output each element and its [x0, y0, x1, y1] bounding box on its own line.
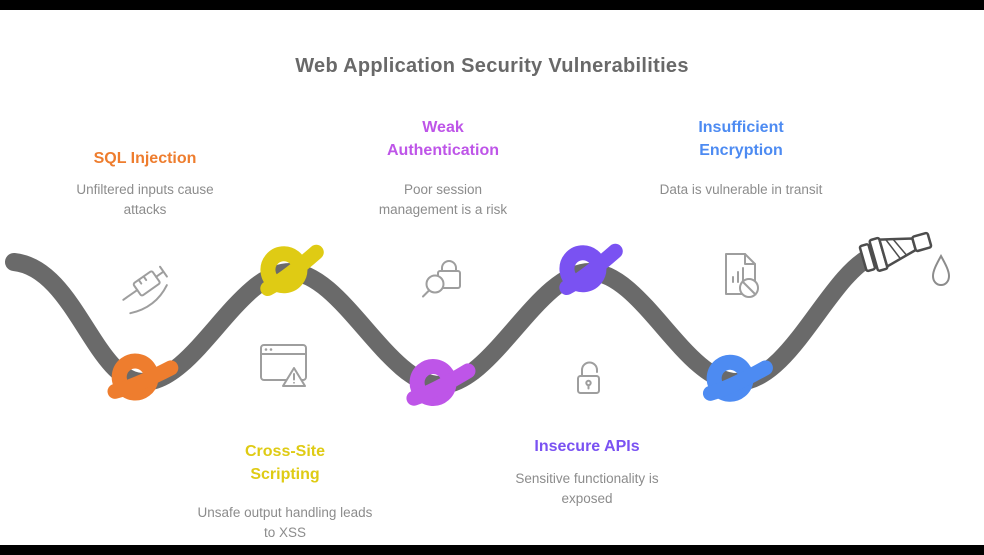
page-title: Web Application Security Vulnerabilities [295, 55, 689, 77]
item-description-insufficient-encryption: Data is vulnerable in transit [659, 182, 823, 197]
item-title-sql-injection: SQL Injection [93, 150, 197, 167]
bottom-edge-bar [0, 545, 984, 555]
knot-insecure-apis [559, 243, 623, 296]
item-title-insecure-apis: Insecure APIs [534, 438, 640, 455]
item-description-sql-injection: Unfiltered inputs cause attacks [76, 182, 214, 218]
item-title-cross-site-scripting: Cross-Site Scripting [244, 443, 326, 484]
knot-cross-site-scripting [260, 244, 324, 297]
knot-weak-authentication [406, 359, 476, 407]
top-edge-bar [0, 0, 984, 10]
document-blocked-icon [725, 253, 759, 298]
lock-magnifier-icon [422, 260, 461, 298]
knot-sql-injection [107, 353, 179, 401]
item-description-weak-authentication: Poor session management is a risk [378, 182, 508, 218]
nozzle-icon [858, 231, 933, 273]
knot-insufficient-encryption [702, 354, 773, 402]
item-description-cross-site-scripting: Unsafe output handling leads to XSS [197, 505, 373, 541]
browser-warning-icon [260, 344, 307, 387]
item-title-insufficient-encryption: Insufficient Encryption [698, 119, 784, 160]
unlock-icon [577, 361, 600, 394]
item-description-insecure-apis: Sensitive functionality is exposed [515, 471, 659, 507]
item-title-weak-authentication: Weak Authentication [387, 119, 499, 160]
syringe-icon [122, 265, 168, 315]
droplet-icon [931, 253, 951, 287]
